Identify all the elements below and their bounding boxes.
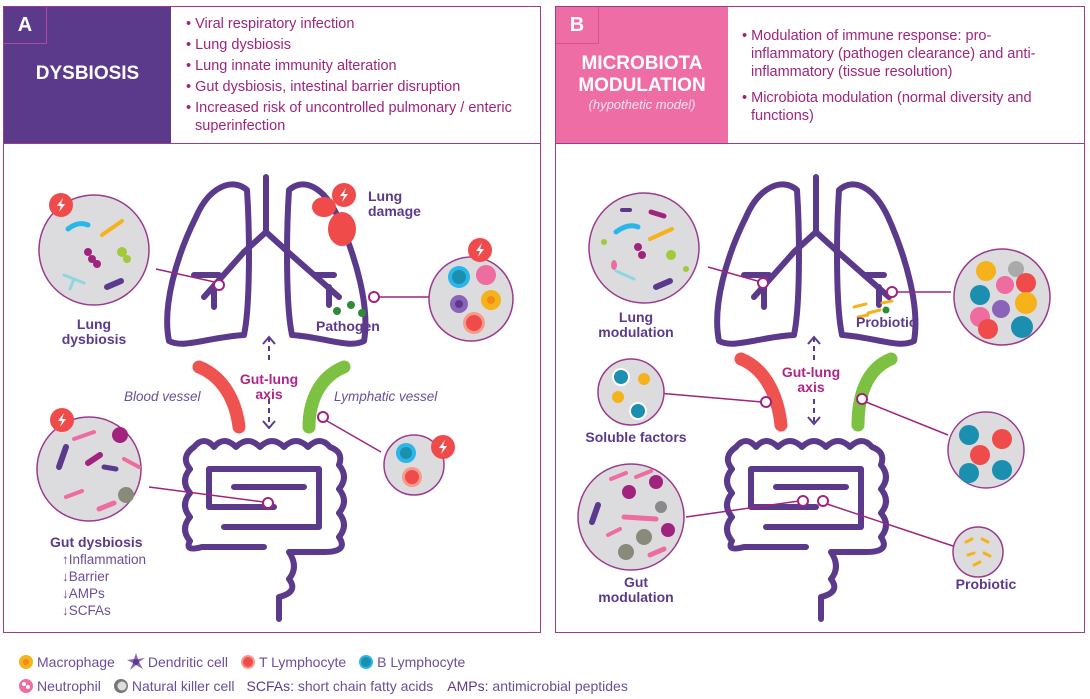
blood-vessel-label: Blood vessel	[124, 389, 201, 404]
panel-b-title: MICROBIOTA MODULATION	[578, 53, 706, 96]
legend-row: Neutrophil Natural killer cell SCFAs: sh…	[18, 674, 642, 698]
t-lymphocyte-icon	[240, 655, 255, 669]
intestine-icon	[724, 438, 889, 622]
warning-icon-lung-dysbiosis	[49, 193, 73, 217]
lymphatic-vessel	[851, 352, 898, 432]
effect-item: ↑Inflammation	[62, 552, 147, 567]
bullet: Viral respiratory infection	[186, 15, 515, 33]
gut-modulation-magnifier	[577, 463, 685, 571]
legend-row: Macrophage Dendritic cell T Lymphocyte B…	[18, 650, 642, 674]
lymphatic-vessel-label: Lymphatic vessel	[334, 389, 438, 404]
panel-b-letter: B	[556, 7, 599, 44]
bullet: Lung innate immunity alteration	[186, 57, 515, 75]
macrophage-icon	[19, 655, 33, 669]
effect-item: ↓AMPs	[62, 586, 105, 601]
panel-a-bullets: Viral respiratory infection Lung dysbios…	[186, 15, 515, 138]
panel-b-title-box: B MICROBIOTA MODULATION (hypothetic mode…	[556, 7, 728, 143]
gut-effects-list: ↑Inflammation ↓Barrier ↓AMPs ↓SCFAs	[62, 551, 146, 619]
probiotic-icon	[852, 299, 894, 319]
probiotic-magnifier	[952, 526, 1004, 578]
pathogen-label: Pathogen	[316, 318, 380, 334]
panel-microbiota-modulation: B MICROBIOTA MODULATION (hypothetic mode…	[555, 6, 1085, 633]
gut-dysbiosis-magnifier	[36, 416, 142, 522]
legend-item: Natural killer cell	[113, 678, 235, 694]
b-lymphocyte-icon	[359, 655, 374, 669]
gut-lung-axis-label: Gut-lung axis	[781, 364, 841, 395]
gut-dysbiosis-label: Gut dysbiosis	[50, 534, 143, 550]
panel-a-illustration	[36, 174, 514, 622]
soluble-factors-label: Soluble factors	[585, 429, 687, 445]
lymph-cells-magnifier	[947, 411, 1025, 489]
panel-a-title-box: A DYSBIOSIS	[4, 7, 171, 143]
panel-b-subtitle: (hypothetic model)	[588, 97, 696, 112]
pathogen-icon	[882, 306, 890, 314]
abbreviation-amps: AMPs: antimicrobial peptides	[447, 678, 628, 694]
bullet: Lung dysbiosis	[186, 36, 515, 54]
lung-dysbiosis-magnifier	[38, 194, 150, 306]
lung-dysbiosis-label: Lung dysbiosis	[61, 316, 127, 347]
soluble-factors-magnifier	[597, 358, 665, 426]
panel-dysbiosis: A DYSBIOSIS Viral respiratory infection …	[3, 6, 541, 633]
intestine-icon	[182, 438, 347, 622]
legend-item: Macrophage	[18, 654, 115, 670]
bullet: Microbiota modulation (normal diversity …	[742, 89, 1062, 125]
legend-item: Dendritic cell	[126, 653, 228, 671]
probiotic-gut-label: Probiotic	[955, 576, 1017, 592]
probiotic-lung-label: Probiotic	[856, 314, 917, 330]
bullet: Modulation of immune response: pro-infla…	[742, 27, 1062, 81]
legend-item: T Lymphocyte	[240, 654, 346, 670]
blood-vessel	[734, 352, 788, 432]
effect-item: ↓Barrier	[62, 569, 110, 584]
lymph-cells-magnifier	[383, 434, 445, 496]
gut-lung-axis-label: Gut-lung axis	[239, 371, 299, 402]
legend-item: B Lymphocyte	[358, 654, 465, 670]
panel-b-illustration	[577, 174, 1051, 622]
lung-damage-spots	[312, 197, 356, 246]
panel-a-letter: A	[4, 7, 47, 44]
lung-damage-label: Lung damage	[368, 188, 421, 219]
neutrophil-icon	[19, 679, 33, 693]
bullet: Increased risk of uncontrolled pulmonary…	[186, 99, 515, 135]
panel-a-title: DYSBIOSIS	[35, 63, 140, 84]
lymphatic-vessel	[302, 360, 351, 434]
blood-vessel	[192, 360, 246, 434]
lung-modulation-label: Lung modulation	[598, 309, 674, 340]
abbreviation-scfas: SCFAs: short chain fatty acids	[246, 678, 434, 694]
bullet: Gut dysbiosis, intestinal barrier disrup…	[186, 78, 515, 96]
warning-icon-lung	[332, 183, 356, 207]
panel-a-header: A DYSBIOSIS Viral respiratory infection …	[4, 7, 540, 144]
warning-icon-immune	[468, 238, 492, 262]
panel-b-bullets: Modulation of immune response: pro-infla…	[742, 27, 1062, 133]
warning-icon-gut	[50, 408, 74, 432]
legend-item: Neutrophil	[18, 678, 101, 694]
lung-immune-cells-magnifier	[953, 248, 1051, 346]
lung-modulation-magnifier	[588, 192, 700, 304]
pathogen-icon	[333, 301, 366, 317]
gut-modulation-label: Gut modulation	[598, 574, 674, 605]
warning-icon-lymph	[431, 435, 455, 459]
lungs-icon	[714, 174, 919, 347]
lung-immune-cells-magnifier	[428, 256, 514, 342]
panel-b-header: B MICROBIOTA MODULATION (hypothetic mode…	[556, 7, 1084, 144]
legend: Macrophage Dendritic cell T Lymphocyte B…	[18, 650, 642, 698]
effect-item: ↓SCFAs	[62, 603, 111, 618]
natural-killer-cell-icon	[113, 679, 128, 693]
dendritic-cell-icon	[126, 653, 145, 670]
